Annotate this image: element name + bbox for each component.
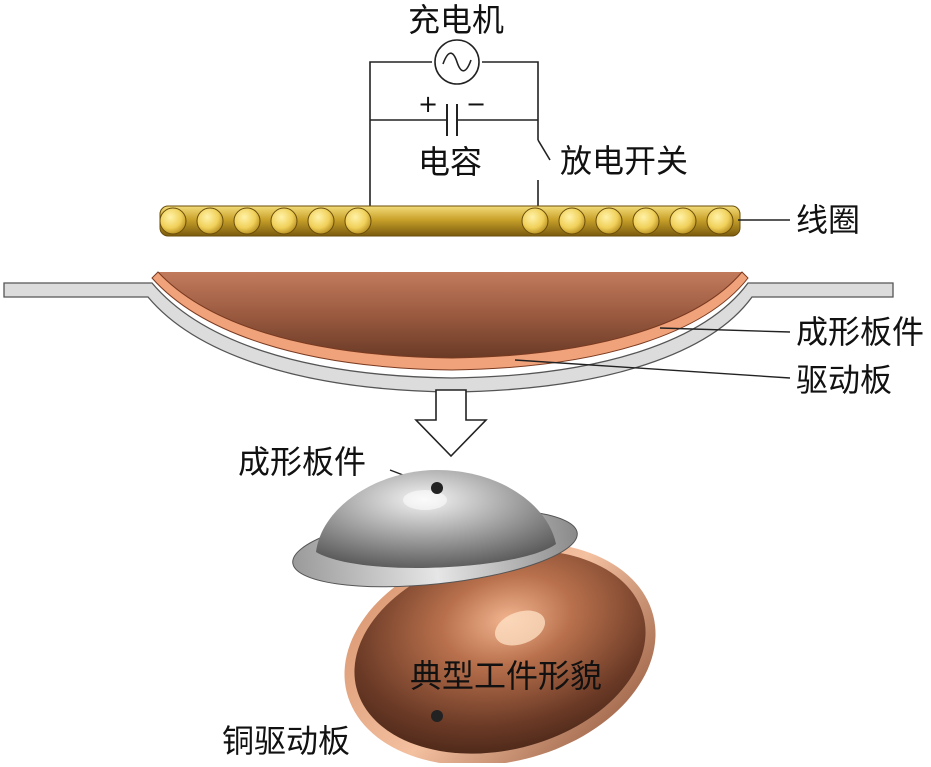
coil-turn <box>196 207 224 235</box>
coil-label: 线圈 <box>796 201 861 239</box>
die-cavity <box>158 272 742 358</box>
coil-turn <box>233 207 261 235</box>
coil-turn <box>270 207 298 235</box>
coil-turns <box>159 207 734 235</box>
forming-part-label: 成形板件 <box>796 313 925 351</box>
discharge-switch-label: 放电开关 <box>560 142 689 180</box>
wire-left-top <box>369 61 432 220</box>
coil-turn <box>706 207 734 235</box>
silver-pointer-dot <box>431 482 443 494</box>
capacitor-minus-sign: − <box>466 90 487 118</box>
forming-assembly <box>3 271 894 393</box>
coil-turn <box>669 207 697 235</box>
copper-driver-photo <box>344 542 656 766</box>
coil-turn <box>159 207 187 235</box>
forming-part-photo-label: 成形板件 <box>238 443 367 481</box>
switch-blade <box>537 139 551 161</box>
copper-pointer-dot <box>431 710 443 722</box>
capacitor-symbol <box>446 104 458 136</box>
coil-turn <box>521 207 549 235</box>
leader-forming-part <box>659 327 791 333</box>
down-arrow-icon <box>414 389 488 458</box>
wire-right-top <box>482 61 539 140</box>
coil-turn <box>344 207 372 235</box>
ac-wave-icon <box>442 52 472 72</box>
coil-turn <box>632 207 660 235</box>
leader-driver-plate <box>514 359 791 379</box>
coil-turn <box>307 207 335 235</box>
forming-sheet <box>3 282 894 393</box>
typical-part-label: 典型工件形貌 <box>410 657 603 695</box>
forming-part-photo <box>292 470 578 588</box>
circuit-wires <box>369 61 551 220</box>
driver-plate-layer <box>151 271 749 371</box>
charger-symbol <box>434 39 480 85</box>
capacitor-plus-sign: + <box>418 90 439 118</box>
charger-label: 充电机 <box>408 1 505 39</box>
coil-turn <box>595 207 623 235</box>
coil-turn <box>558 207 586 235</box>
driver-plate-label: 驱动板 <box>796 361 893 399</box>
capacitor-label: 电容 <box>418 143 483 181</box>
copper-driver-plate-label: 铜驱动板 <box>222 722 351 760</box>
